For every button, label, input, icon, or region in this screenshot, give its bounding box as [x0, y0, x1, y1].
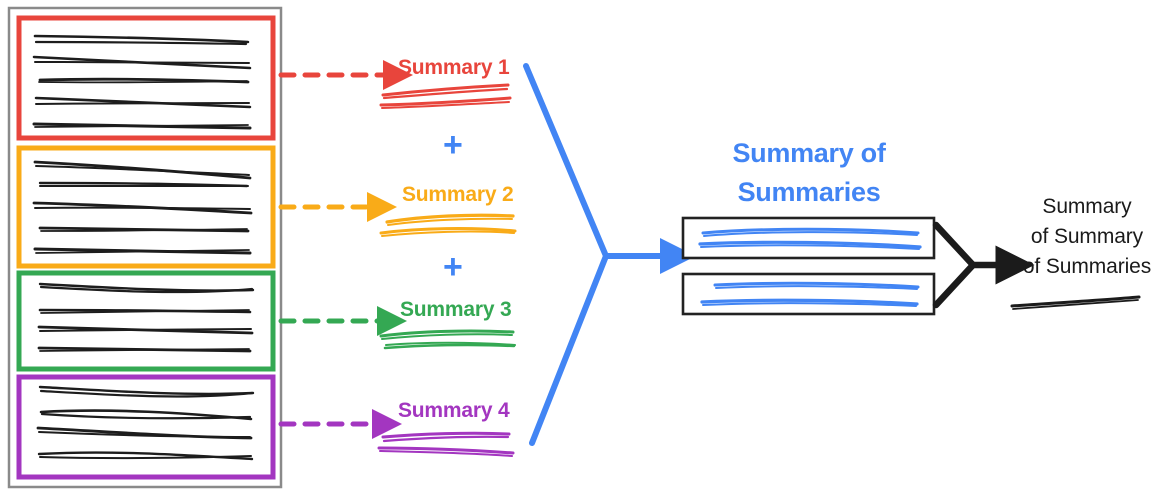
- sos-box-2-lines: [700, 281, 920, 307]
- final-summary-title-line-3: of Summaries: [1022, 255, 1152, 278]
- final-summary-title-line-1: Summary: [1042, 195, 1132, 218]
- summary-label-1: Summary 1: [398, 56, 510, 79]
- sos-box-1-lines: [698, 227, 922, 250]
- document-group-3[interactable]: [16, 270, 276, 372]
- plus-sign-1: +: [443, 126, 463, 164]
- document-group-2[interactable]: [16, 145, 276, 269]
- summary-label-2: Summary 2: [402, 183, 514, 206]
- document-lines-group-2: [32, 160, 253, 255]
- summary-lines-3: [379, 329, 516, 350]
- document-group-1[interactable]: [16, 15, 276, 141]
- black-merge-connector: [932, 221, 1035, 309]
- summary-lines-4: [377, 431, 515, 457]
- document-group-4[interactable]: [16, 374, 276, 480]
- blue-merge-connector: [523, 63, 696, 446]
- sos-box-2[interactable]: [681, 272, 936, 316]
- summary-label-3: Summary 3: [400, 298, 512, 321]
- plus-sign-2: +: [443, 248, 463, 286]
- document-lines-group-1: [32, 34, 252, 130]
- document-lines-group-3: [37, 282, 255, 353]
- final-summary-title-line-2: of Summary: [1030, 225, 1144, 248]
- document-lines-group-4: [36, 385, 255, 461]
- summary-of-summaries-title-line-1: Summary of: [732, 138, 886, 168]
- summary-label-4: Summary 4: [398, 399, 510, 422]
- summary-lines-2: [379, 213, 517, 237]
- summary-lines-1: [379, 83, 512, 109]
- sos-box-1[interactable]: [681, 216, 936, 260]
- final-summary-lines: [1010, 295, 1141, 310]
- summary-of-summaries-title-line-2: Summaries: [737, 177, 881, 207]
